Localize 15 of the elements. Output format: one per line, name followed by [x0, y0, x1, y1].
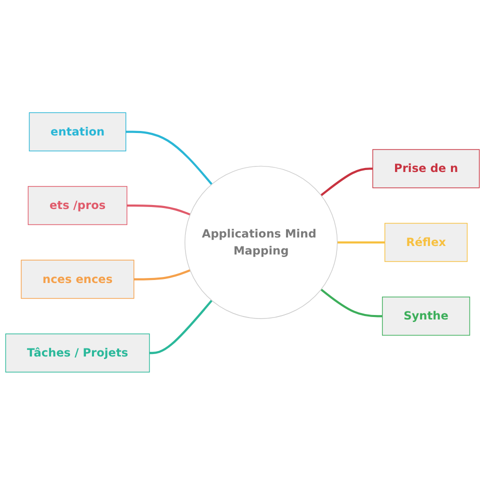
node-box: Synthe — [382, 296, 470, 336]
connector — [126, 204, 191, 216]
connector — [126, 130, 213, 186]
node-box: Réflex — [384, 223, 468, 262]
connector — [134, 269, 191, 280]
connector — [320, 168, 373, 196]
node-box: nces ences — [20, 260, 134, 299]
node-circle: Applications Mind Mapping — [184, 166, 338, 320]
connector — [337, 241, 385, 244]
node-box: ets /pros — [28, 186, 128, 226]
node-box: entation — [28, 112, 126, 152]
node-box: Tâches / Projets — [5, 334, 150, 373]
connector — [149, 300, 213, 354]
connector — [320, 288, 382, 318]
node-box: Prise de n — [372, 149, 480, 188]
